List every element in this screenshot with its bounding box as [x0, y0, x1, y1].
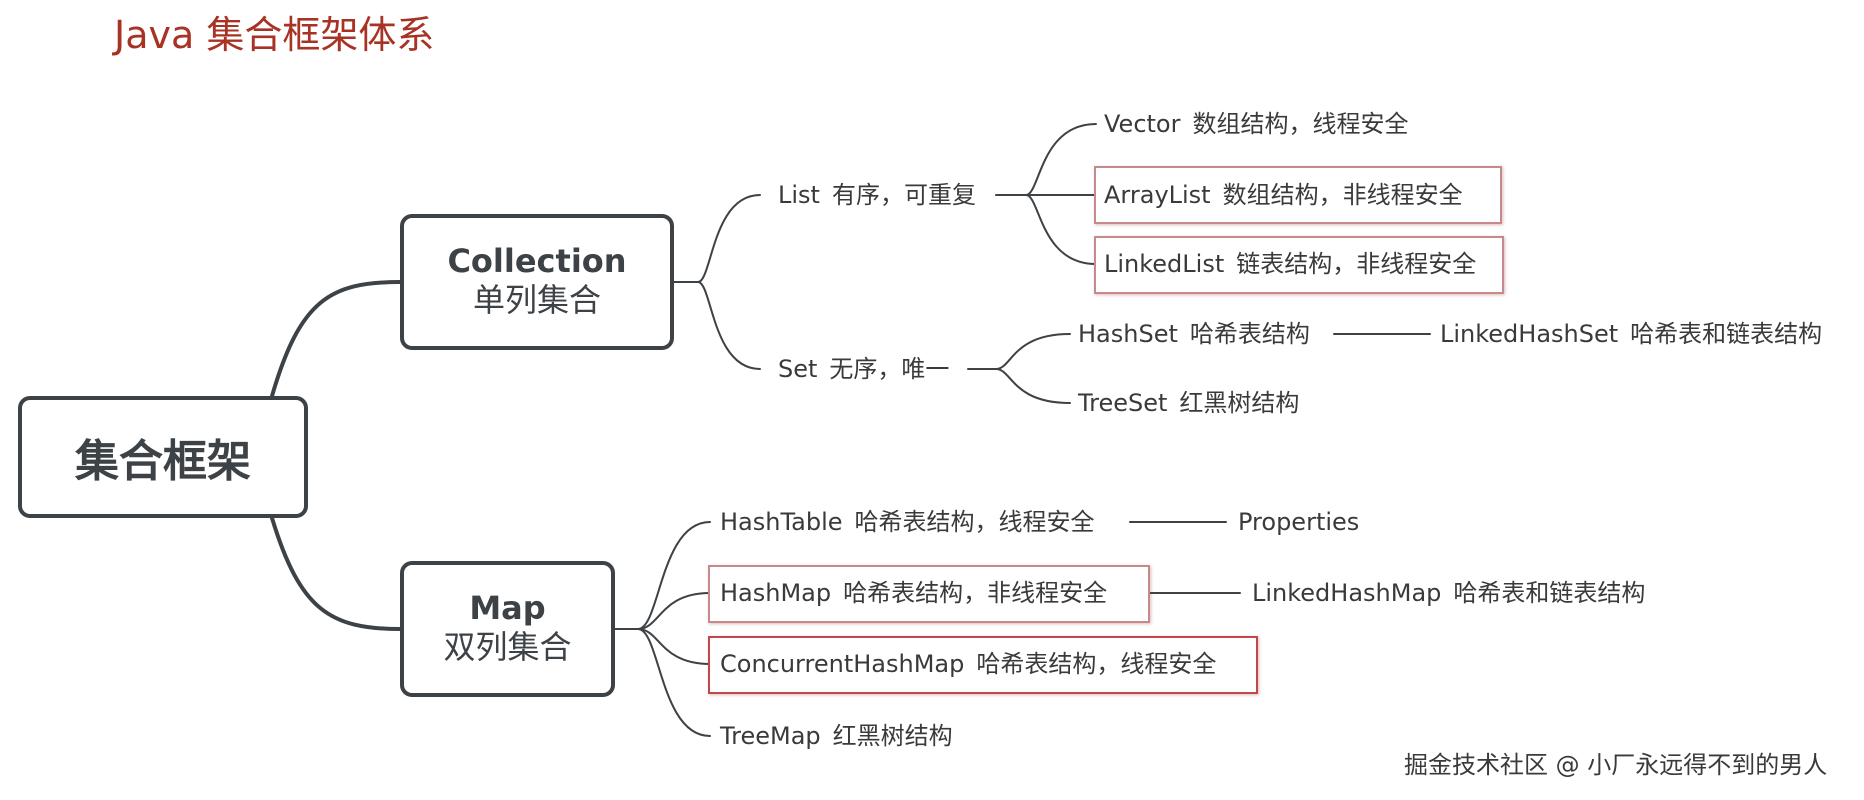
linkedhashmap-node: LinkedHashMap 哈希表和链表结构: [1252, 578, 1645, 608]
properties-name: Properties: [1238, 508, 1360, 536]
treeset-node: TreeSet 红黑树结构: [1078, 388, 1299, 418]
edge-list-linkedlist: [1025, 194, 1097, 265]
concurrenthashmap-desc: 哈希表结构，线程安全: [976, 650, 1217, 678]
watermark: 掘金技术社区 @ 小厂永远得不到的男人: [1404, 751, 1828, 779]
hashmap-highlight: [708, 565, 1150, 623]
treeset-name: TreeSet: [1078, 389, 1168, 417]
page-title: Java 集合框架体系: [114, 13, 435, 57]
linkedlist-desc: 链表结构，非线程安全: [1236, 250, 1477, 278]
concurrenthashmap-highlight: [708, 636, 1258, 694]
properties-node: Properties: [1238, 507, 1359, 537]
edge-set-treeset: [995, 368, 1071, 404]
edge-collection-list: [673, 194, 761, 283]
treemap-desc: 红黑树结构: [832, 722, 953, 750]
map-node-title: Map: [469, 589, 546, 627]
treemap-node: TreeMap 红黑树结构: [720, 721, 953, 751]
map-node: Map 双列集合: [400, 561, 615, 697]
concurrenthashmap-name: ConcurrentHashMap: [720, 650, 965, 678]
vector-node: Vector 数组结构，线程安全: [1104, 109, 1408, 139]
treeset-desc: 红黑树结构: [1179, 389, 1300, 417]
edge-collection-set: [697, 281, 761, 370]
arraylist-highlight: [1094, 166, 1502, 224]
edge-root-collection: [270, 280, 402, 398]
linkedhashmap-desc: 哈希表和链表结构: [1453, 579, 1646, 607]
hashtable-desc: 哈希表结构，线程安全: [854, 508, 1095, 536]
hashmap-name: HashMap: [720, 579, 832, 607]
arraylist-name: ArrayList: [1104, 181, 1211, 209]
hashtable-node: HashTable 哈希表结构，线程安全: [720, 507, 1095, 537]
hashset-node: HashSet 哈希表结构: [1078, 319, 1310, 349]
list-desc: 有序，可重复: [831, 181, 976, 209]
hashmap-node: HashMap 哈希表结构，非线程安全: [720, 578, 1107, 608]
edge-map-hashmap: [637, 592, 711, 630]
list-name: List: [778, 181, 820, 209]
root-node: 集合框架: [18, 396, 308, 518]
hashmap-desc: 哈希表结构，非线程安全: [843, 579, 1108, 607]
linkedlist-node: LinkedList 链表结构，非线程安全: [1104, 249, 1476, 279]
arraylist-desc: 数组结构，非线程安全: [1222, 181, 1463, 209]
list-node: List 有序，可重复: [778, 180, 976, 210]
linkedhashset-desc: 哈希表和链表结构: [1630, 320, 1823, 348]
edge-set-hashset: [995, 333, 1071, 370]
set-desc: 无序，唯一: [829, 355, 950, 383]
set-name: Set: [778, 355, 818, 383]
linkedlist-name: LinkedList: [1104, 250, 1225, 278]
map-node-subtitle: 双列集合: [443, 628, 572, 667]
edge-map-treemap: [637, 628, 711, 737]
hashtable-name: HashTable: [720, 508, 843, 536]
root-node-label: 集合框架: [75, 436, 251, 487]
edge-map-concurrenthashmap: [637, 628, 711, 665]
edge-list-vector: [1025, 123, 1097, 196]
edge-root-map: [270, 516, 402, 631]
linkedlist-highlight: [1094, 236, 1504, 294]
vector-name: Vector: [1104, 110, 1181, 138]
collection-node: Collection 单列集合: [400, 214, 674, 350]
set-node: Set 无序，唯一: [778, 354, 949, 384]
vector-desc: 数组结构，线程安全: [1192, 110, 1409, 138]
concurrenthashmap-node: ConcurrentHashMap 哈希表结构，线程安全: [720, 649, 1216, 679]
linkedhashset-name: LinkedHashSet: [1440, 320, 1619, 348]
hashset-name: HashSet: [1078, 320, 1178, 348]
linkedhashset-node: LinkedHashSet 哈希表和链表结构: [1440, 319, 1822, 349]
treemap-name: TreeMap: [720, 722, 821, 750]
linkedhashmap-name: LinkedHashMap: [1252, 579, 1442, 607]
collection-node-subtitle: 单列集合: [472, 281, 601, 320]
arraylist-node: ArrayList 数组结构，非线程安全: [1104, 180, 1463, 210]
collection-node-title: Collection: [447, 242, 627, 280]
hashset-desc: 哈希表结构: [1189, 320, 1310, 348]
